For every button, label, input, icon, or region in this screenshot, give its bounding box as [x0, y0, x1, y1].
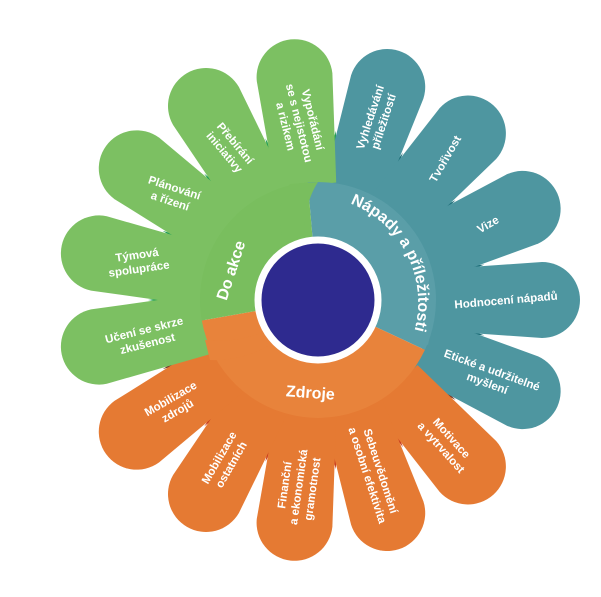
petal [98, 130, 243, 257]
ring-swirl-orange [205, 300, 318, 361]
petal [168, 68, 287, 216]
petal [168, 384, 287, 532]
petal [372, 365, 506, 505]
petal-shape [168, 384, 287, 532]
petal-shape [256, 411, 337, 561]
petal [256, 39, 337, 189]
center-circle [254, 236, 382, 364]
petal-shape [372, 95, 506, 235]
petal-shape [324, 49, 426, 201]
petal-shape [410, 319, 561, 430]
petal-shape [410, 170, 561, 281]
petal [324, 49, 426, 201]
petal [372, 95, 506, 235]
petal-shape [98, 343, 243, 470]
petal-shape [372, 365, 506, 505]
petal-shape [60, 215, 212, 306]
petal-shape [324, 399, 426, 551]
petal-shape [60, 294, 212, 385]
petal [60, 294, 212, 385]
petal-shape [433, 262, 580, 338]
petal [410, 319, 561, 430]
petal-shape [256, 39, 337, 189]
petal [433, 262, 580, 338]
petal [324, 399, 426, 551]
petals: VyhledávánípříležitostíTvořivostVizeHodn… [60, 39, 580, 561]
ring-label-resources: Zdroje [285, 383, 335, 403]
petal-label: Vypořádáníse s nejistotoua rizikem [269, 79, 327, 167]
petal-shape [98, 130, 243, 257]
petal-shape [168, 68, 287, 216]
petal [256, 411, 337, 561]
petal [60, 215, 212, 306]
petal [410, 170, 561, 281]
petal [98, 343, 243, 470]
